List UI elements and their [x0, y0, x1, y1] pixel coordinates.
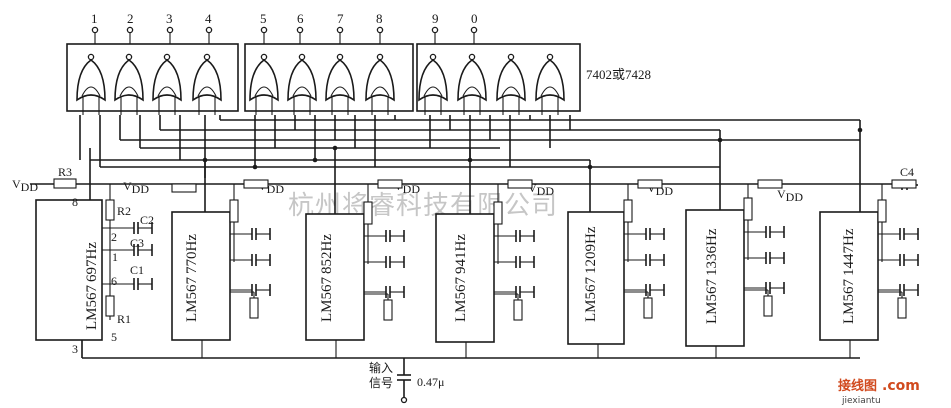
c4-label: C4 — [900, 165, 914, 179]
first-decoder-annotations: 8 2 6 1 3 5 R2 R1 C2 C3 C1 — [72, 195, 154, 356]
nor-gate-2 — [114, 53, 144, 115]
pin-label-9: 9 — [432, 11, 439, 26]
svg-text:.com: .com — [882, 378, 920, 394]
output-pin-4 — [205, 26, 213, 34]
r1-label: R1 — [117, 312, 131, 326]
chip-labels: LM567697Hz LM567770Hz LM567852Hz LM56794… — [84, 226, 857, 330]
output-pin-1 — [91, 26, 99, 34]
output-pin-3 — [166, 26, 174, 34]
c2-label: C2 — [140, 213, 154, 227]
input-label-2: 信号 — [369, 376, 393, 390]
gate-package-3 — [416, 43, 581, 112]
nor-gate-7 — [325, 53, 355, 115]
output-pin-6 — [296, 26, 304, 34]
pin-label-8: 8 — [376, 11, 383, 26]
nor-gate-3 — [152, 53, 182, 115]
ground-rail: 0.47μ 输入 信号 — [81, 340, 860, 404]
nor-gate-group — [76, 26, 565, 115]
nor-gate-12 — [535, 53, 565, 115]
decoder-6-label: LM5671336Hz — [704, 228, 720, 324]
c1-label: C1 — [130, 263, 144, 277]
output-pin-5 — [260, 26, 268, 34]
nor-gate-4 — [192, 53, 222, 115]
svg-text:接线图: 接线图 — [838, 378, 877, 394]
pin-label-1: 1 — [91, 11, 98, 26]
svg-text:VDD: VDD — [777, 187, 803, 204]
decoder-4-label: LM567941Hz — [453, 234, 469, 322]
c3-label: C3 — [130, 236, 144, 250]
gate-package-2 — [244, 43, 414, 112]
decoder-chips — [35, 179, 919, 358]
decoder-chip-5 — [567, 179, 665, 358]
output-pin-9 — [431, 26, 439, 34]
bus-wires — [79, 115, 863, 214]
pin-label-3: 3 — [166, 11, 173, 26]
output-pin-2 — [126, 26, 134, 34]
r3-resistor — [53, 178, 77, 189]
svg-text:VDD: VDD — [123, 179, 149, 196]
pin-label-0: 0 — [471, 11, 478, 26]
decoder-chip-7 — [819, 179, 919, 358]
cap-047-label: 0.47μ — [417, 375, 444, 389]
pin-label-4: 4 — [205, 11, 212, 26]
pin-label-6: 6 — [297, 11, 304, 26]
pin-8-label: 8 — [72, 195, 78, 209]
decoder-chip-2 — [171, 179, 271, 358]
nor-gate-9 — [418, 53, 448, 115]
decoder-1-label: LM567697Hz — [84, 242, 100, 330]
nor-gate-11 — [496, 53, 526, 115]
nor-gate-10 — [457, 53, 487, 115]
r3-label: R3 — [58, 165, 72, 179]
output-pin-8 — [376, 26, 384, 34]
decoder-3-label: LM567852Hz — [319, 234, 335, 322]
nor-gate-8 — [365, 53, 395, 115]
gate-package-1 — [66, 43, 239, 112]
r2-label: R2 — [117, 204, 131, 218]
output-pin-10 — [470, 26, 478, 34]
decoder-chip-4 — [435, 179, 535, 358]
svg-text:VDD: VDD — [12, 177, 38, 194]
pin-1-label: 1 — [112, 250, 118, 264]
decoder-chip-6 — [685, 179, 785, 358]
pin-label-7: 7 — [337, 11, 344, 26]
pin-5-label: 5 — [111, 330, 117, 344]
input-label-1: 输入 — [369, 360, 393, 375]
output-pin-7 — [336, 26, 344, 34]
gate-ic-label: 7402或7428 — [586, 67, 651, 82]
decoder-chip-1 — [35, 183, 197, 358]
gate-pin-labels: 1 2 3 4 5 6 7 8 9 0 — [91, 11, 478, 26]
svg-text:jiexiantu: jiexiantu — [841, 396, 881, 406]
decoder-2-label: LM567770Hz — [184, 234, 200, 322]
pin-label-5: 5 — [260, 11, 267, 26]
pin-label-2: 2 — [127, 11, 134, 26]
nor-gate-5 — [249, 53, 279, 115]
site-logo: 接线图 .com jiexiantu — [838, 378, 920, 406]
pin-2-label: 2 — [111, 230, 117, 244]
decoder-5-label: LM5671209Hz — [583, 226, 599, 322]
nor-gate-1 — [76, 53, 106, 115]
pin-6-label: 6 — [111, 274, 117, 288]
pin-3-label: 3 — [72, 342, 78, 356]
nor-gate-6 — [287, 53, 317, 115]
decoder-chip-3 — [305, 179, 405, 358]
decoder-7-label: LM5671447Hz — [841, 228, 857, 324]
